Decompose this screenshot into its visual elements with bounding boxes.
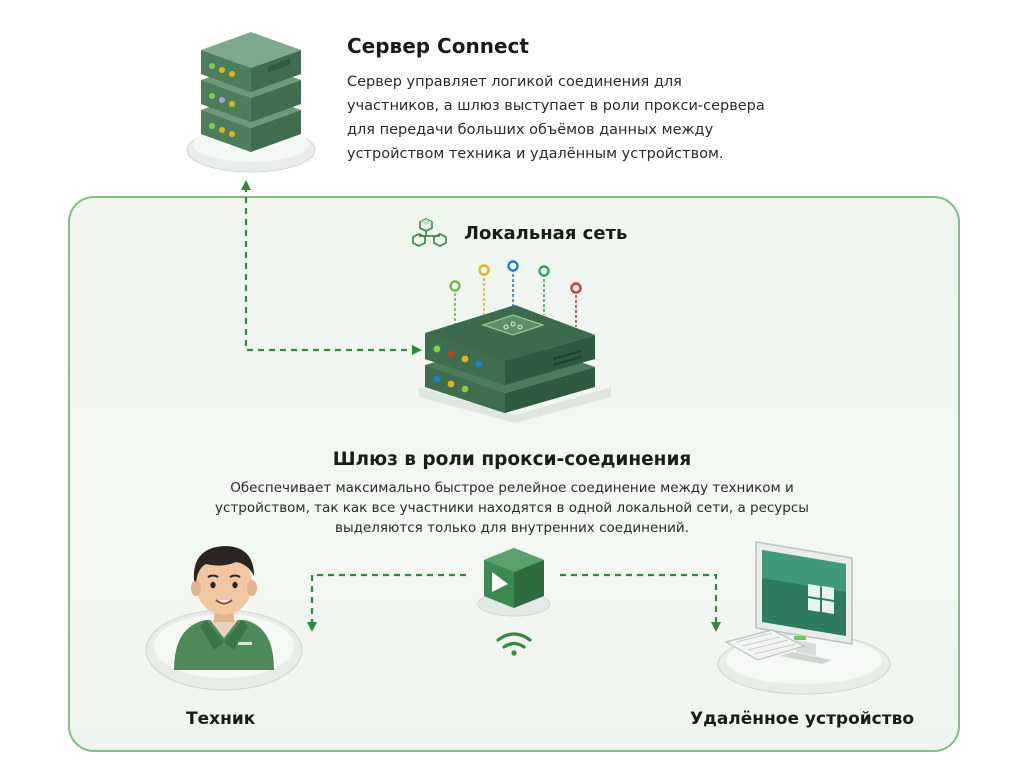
computer-icon [717,541,891,695]
gateway-title: Шлюз в роли прокси-соединения [332,449,692,470]
app-to-remote-device-arrow [560,573,721,632]
remote-device-label: Удалённое устройство [690,709,915,729]
person-icon [145,546,303,691]
local-network-title: Локальная сеть [464,223,628,244]
wifi-icon [496,632,532,649]
server-stack-icon [186,32,316,173]
technician-label: Техник [186,709,256,729]
server-to-gateway-arrow [241,180,422,355]
server-description: Сервер управляет логикой соединения для … [347,74,765,162]
network-cubes-icon [412,218,447,247]
gateway-device-icon [419,260,611,423]
server-title: Сервер Connect [347,34,529,58]
gateway-description: Обеспечивает максимально быстрое релейно… [215,480,809,536]
connect-play-icon [477,548,551,656]
app-to-technician-arrow [307,573,466,632]
